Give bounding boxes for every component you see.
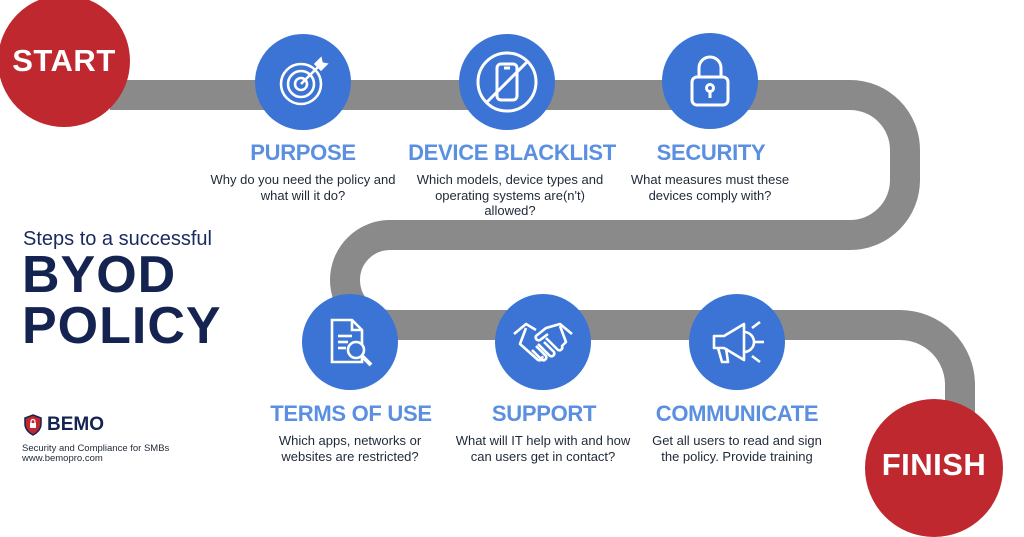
brand-logo: BEMO bbox=[23, 414, 104, 436]
padlock-icon bbox=[662, 33, 758, 129]
step-desc-device-blacklist: Which models, device types and operating… bbox=[416, 172, 604, 218]
step-desc-terms-of-use: Which apps, networks or websites are res… bbox=[278, 433, 422, 464]
document-search-icon bbox=[302, 294, 398, 390]
step-title-security: SECURITY bbox=[656, 140, 766, 165]
target-icon bbox=[255, 34, 351, 130]
handshake-icon bbox=[495, 294, 591, 390]
step-desc-communicate: Get all users to read and sign the polic… bbox=[652, 433, 822, 464]
heading-title-line1: BYOD bbox=[22, 246, 177, 304]
step-desc-support: What will IT help with and how can users… bbox=[455, 433, 631, 464]
step-title-device-blacklist: DEVICE BLACKLIST bbox=[408, 140, 616, 165]
heading-subtitle: Steps to a successful bbox=[23, 228, 212, 250]
start-marker: START bbox=[0, 0, 130, 127]
finish-label: FINISH bbox=[881, 447, 987, 482]
step-desc-security: What measures must these devices comply … bbox=[630, 172, 790, 203]
heading-title-line2: POLICY bbox=[22, 297, 222, 355]
brand-website: www.bemopro.com bbox=[22, 453, 103, 464]
step-title-communicate: COMMUNICATE bbox=[655, 401, 819, 426]
step-title-support: SUPPORT bbox=[491, 401, 597, 426]
step-title-purpose: PURPOSE bbox=[250, 140, 356, 165]
step-title-terms-of-use: TERMS OF USE bbox=[270, 401, 432, 426]
megaphone-icon bbox=[689, 294, 785, 390]
brand-tagline: Security and Compliance for SMBs bbox=[22, 443, 170, 454]
shield-icon bbox=[24, 414, 42, 436]
road-path bbox=[110, 80, 975, 440]
start-label: START bbox=[12, 43, 116, 78]
step-desc-purpose: Why do you need the policy and what will… bbox=[210, 172, 396, 203]
no-phone-icon bbox=[459, 34, 555, 130]
brand-name: BEMO bbox=[47, 414, 104, 435]
finish-marker: FINISH bbox=[865, 399, 1003, 537]
